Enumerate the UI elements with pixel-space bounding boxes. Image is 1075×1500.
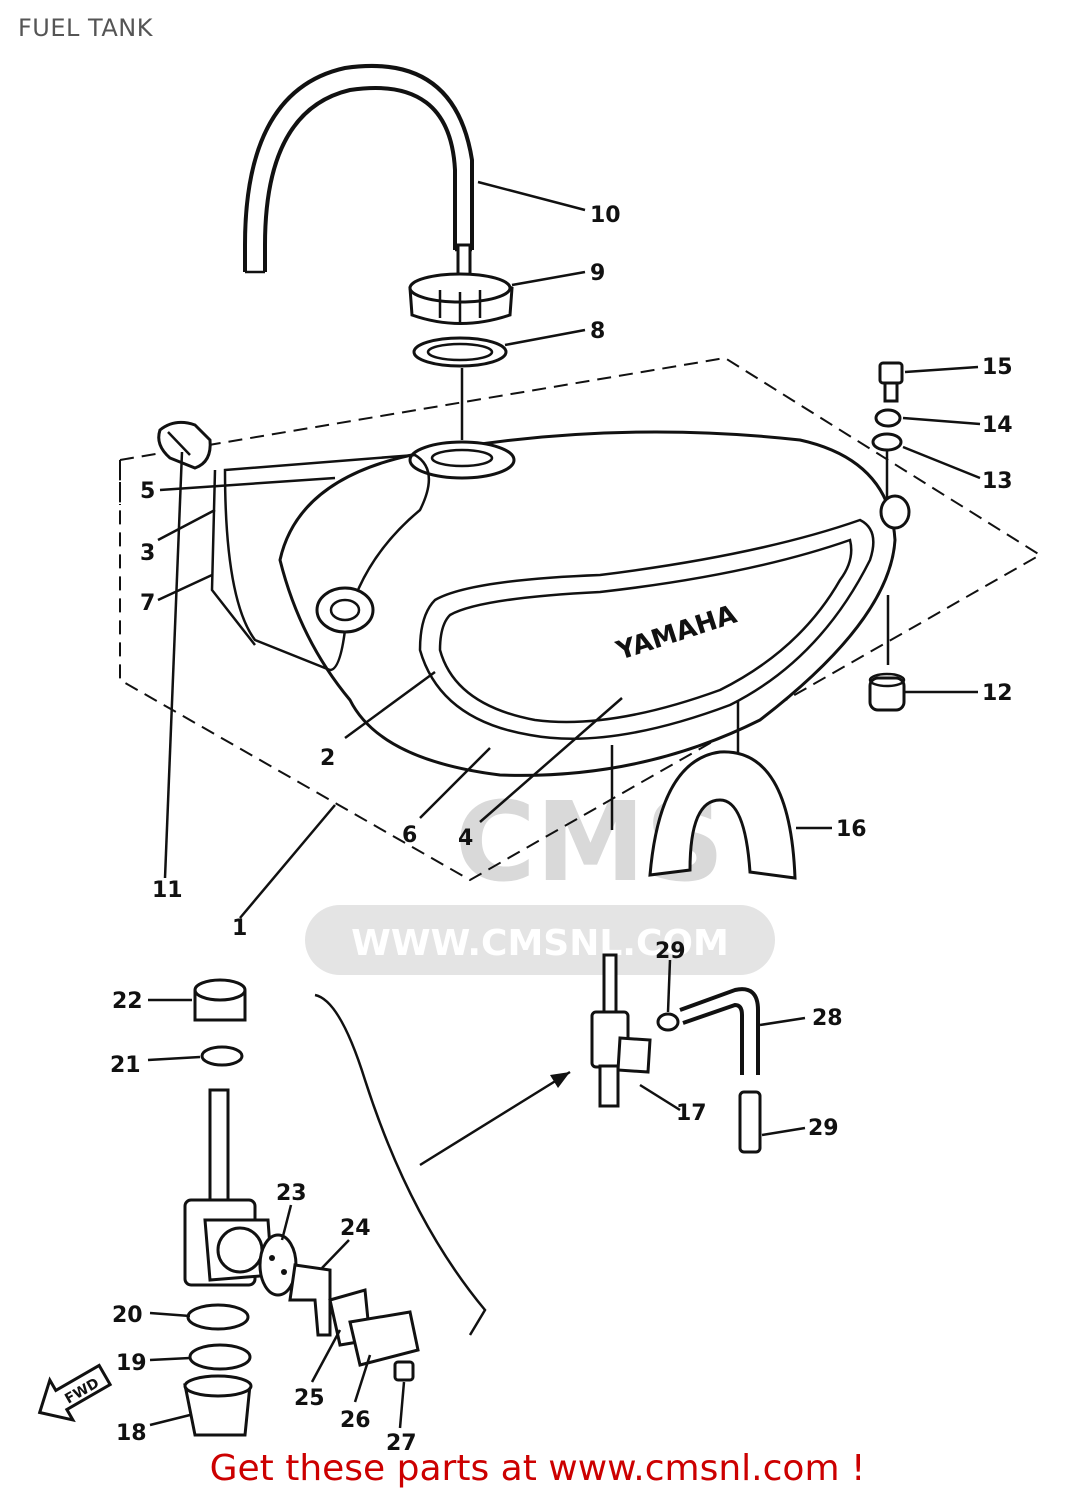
part-26-plate	[348, 1310, 420, 1367]
callout-27: 27	[386, 1431, 417, 1456]
callout-28: 28	[812, 1006, 843, 1031]
callout-2: 2	[320, 746, 335, 771]
callout-labels: 1 2 3 4 5 6 7 8 9 10 11 12 13 14 15 16 1…	[110, 203, 1013, 1456]
callout-3: 3	[140, 541, 155, 566]
callout-8: 8	[590, 319, 605, 344]
part-21-washer	[200, 1045, 244, 1067]
part-14-washer	[874, 408, 902, 428]
leader-lines	[147, 180, 981, 1429]
watermark-url-text: WWW.CMSNL.COM	[351, 923, 729, 964]
callout-19: 19	[116, 1351, 147, 1376]
callout-14: 14	[982, 413, 1013, 438]
callout-25: 25	[294, 1386, 325, 1411]
footer-promo-link[interactable]: Get these parts at www.cmsnl.com !	[209, 1448, 866, 1489]
callout-23: 23	[276, 1181, 307, 1206]
callout-15: 15	[982, 355, 1013, 380]
callout-24: 24	[340, 1216, 371, 1241]
callout-16: 16	[836, 817, 867, 842]
callout-11: 11	[152, 878, 183, 903]
part-17-fuel-cock	[590, 953, 652, 1108]
part-18-cup	[183, 1374, 253, 1437]
fuel-cock-body	[183, 1088, 274, 1287]
callout-29-lower: 29	[808, 1116, 839, 1141]
part-13-washer	[871, 432, 903, 452]
fwd-arrow-icon: FWD	[37, 1363, 113, 1423]
callout-6: 6	[402, 823, 417, 848]
page-title: FUEL TANK	[18, 14, 153, 42]
part-12-rubber	[868, 672, 906, 712]
callout-26: 26	[340, 1408, 371, 1433]
part-24-lever-plate	[288, 1263, 332, 1337]
callout-5: 5	[140, 479, 155, 504]
callout-7: 7	[140, 591, 155, 616]
callout-9: 9	[590, 261, 605, 286]
callout-22: 22	[112, 989, 143, 1014]
part-20-filter	[186, 1303, 250, 1331]
callout-13: 13	[982, 469, 1013, 494]
part-19-gasket	[188, 1343, 252, 1371]
callout-21: 21	[110, 1053, 141, 1078]
part-15-bolt	[878, 361, 904, 403]
callout-12: 12	[982, 681, 1013, 706]
part-29-clip-lower	[738, 1090, 762, 1154]
part-27-screw	[393, 1360, 415, 1382]
callout-4: 4	[458, 826, 473, 851]
part-22-nut	[193, 978, 247, 1022]
callout-17: 17	[676, 1101, 707, 1126]
part-16-tank-damper	[648, 700, 797, 880]
part-11-damper	[157, 420, 212, 470]
callout-1: 1	[232, 916, 247, 941]
fuel-tank: YAMAHA	[210, 430, 911, 777]
callout-29-upper: 29	[655, 939, 686, 964]
breather-hose	[243, 63, 474, 272]
fuel-cap	[408, 243, 514, 325]
cap-gasket	[412, 336, 508, 368]
callout-20: 20	[112, 1303, 143, 1328]
callout-10: 10	[590, 203, 621, 228]
part-28-fuel-hose	[679, 987, 760, 1075]
callout-18: 18	[116, 1421, 147, 1446]
part-29-clip	[656, 1012, 680, 1032]
